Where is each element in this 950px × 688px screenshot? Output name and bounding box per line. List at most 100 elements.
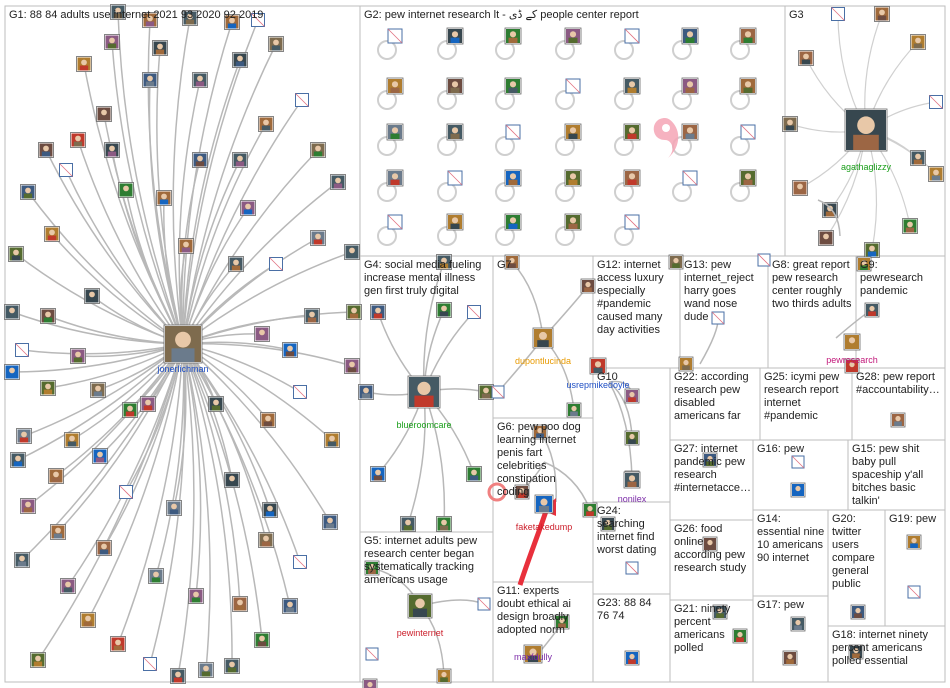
node-avatar[interactable]	[702, 536, 718, 552]
node-avatar[interactable]	[295, 93, 309, 107]
node-avatar[interactable]	[446, 77, 464, 95]
hub-avatar-nonilex[interactable]	[623, 471, 641, 489]
node-avatar[interactable]	[251, 13, 265, 27]
node-avatar[interactable]	[364, 560, 380, 576]
node-avatar[interactable]	[850, 604, 866, 620]
node-avatar[interactable]	[310, 142, 326, 158]
node-avatar[interactable]	[104, 34, 120, 50]
node-avatar[interactable]	[564, 213, 582, 231]
node-avatar[interactable]	[864, 242, 880, 258]
node-avatar[interactable]	[554, 614, 570, 630]
node-avatar[interactable]	[293, 555, 307, 569]
node-avatar[interactable]	[447, 170, 463, 186]
hub-avatar-maxfdully[interactable]	[523, 644, 543, 664]
node-avatar[interactable]	[178, 238, 194, 254]
node-avatar[interactable]	[192, 152, 208, 168]
node-avatar[interactable]	[790, 616, 806, 632]
node-avatar[interactable]	[782, 650, 798, 666]
node-avatar[interactable]	[38, 142, 54, 158]
node-avatar[interactable]	[681, 77, 699, 95]
node-avatar[interactable]	[310, 230, 326, 246]
node-avatar[interactable]	[732, 628, 748, 644]
node-avatar[interactable]	[282, 342, 298, 358]
hub-avatar-faketakedump[interactable]	[534, 494, 554, 514]
node-avatar[interactable]	[188, 588, 204, 604]
node-avatar[interactable]	[322, 514, 338, 530]
node-avatar[interactable]	[8, 246, 24, 262]
node-avatar[interactable]	[790, 482, 806, 498]
node-avatar[interactable]	[625, 561, 639, 575]
node-avatar[interactable]	[208, 396, 224, 412]
node-avatar[interactable]	[739, 169, 757, 187]
node-avatar[interactable]	[682, 170, 698, 186]
node-avatar[interactable]	[142, 12, 158, 28]
node-avatar[interactable]	[224, 472, 240, 488]
node-avatar[interactable]	[477, 597, 491, 611]
node-avatar[interactable]	[387, 28, 403, 44]
node-avatar[interactable]	[14, 552, 30, 568]
node-avatar[interactable]	[400, 516, 416, 532]
node-avatar[interactable]	[4, 364, 20, 380]
node-avatar[interactable]	[844, 358, 860, 374]
node-avatar[interactable]	[48, 468, 64, 484]
node-avatar[interactable]	[358, 384, 374, 400]
node-avatar[interactable]	[260, 412, 276, 428]
node-avatar[interactable]	[491, 385, 505, 399]
node-avatar[interactable]	[20, 498, 36, 514]
node-avatar[interactable]	[170, 668, 186, 684]
node-avatar[interactable]	[152, 40, 168, 56]
node-avatar[interactable]	[330, 174, 346, 190]
node-avatar[interactable]	[739, 27, 757, 45]
node-avatar[interactable]	[711, 311, 725, 325]
node-avatar[interactable]	[346, 304, 362, 320]
node-avatar[interactable]	[344, 358, 360, 374]
node-avatar[interactable]	[739, 77, 757, 95]
node-avatar[interactable]	[224, 658, 240, 674]
node-avatar[interactable]	[624, 214, 640, 230]
node-avatar[interactable]	[258, 116, 274, 132]
node-avatar[interactable]	[269, 257, 283, 271]
node-avatar[interactable]	[532, 424, 548, 440]
node-avatar[interactable]	[15, 343, 29, 357]
node-avatar[interactable]	[110, 636, 126, 652]
node-avatar[interactable]	[623, 123, 641, 141]
node-avatar[interactable]	[902, 218, 918, 234]
node-avatar[interactable]	[386, 77, 404, 95]
node-avatar[interactable]	[304, 308, 320, 324]
node-avatar[interactable]	[122, 402, 138, 418]
node-avatar[interactable]	[782, 116, 798, 132]
node-avatar[interactable]	[623, 77, 641, 95]
hub-avatar-blueroomcare[interactable]	[407, 375, 441, 409]
node-avatar[interactable]	[906, 534, 922, 550]
node-avatar[interactable]	[929, 95, 943, 109]
node-avatar[interactable]	[140, 396, 156, 412]
node-avatar[interactable]	[702, 452, 718, 468]
node-avatar[interactable]	[365, 647, 379, 661]
node-avatar[interactable]	[324, 432, 340, 448]
node-avatar[interactable]	[566, 402, 582, 418]
node-avatar[interactable]	[76, 56, 92, 72]
node-avatar[interactable]	[148, 568, 164, 584]
node-avatar[interactable]	[192, 72, 208, 88]
node-avatar[interactable]	[848, 644, 864, 660]
node-avatar[interactable]	[798, 50, 814, 66]
node-avatar[interactable]	[856, 256, 872, 272]
node-avatar[interactable]	[40, 380, 56, 396]
node-avatar[interactable]	[387, 214, 403, 230]
node-avatar[interactable]	[362, 678, 378, 688]
node-avatar[interactable]	[467, 305, 481, 319]
node-avatar[interactable]	[564, 27, 582, 45]
node-avatar[interactable]	[681, 123, 699, 141]
node-avatar[interactable]	[624, 430, 640, 446]
node-avatar[interactable]	[370, 304, 386, 320]
node-avatar[interactable]	[466, 466, 482, 482]
node-avatar[interactable]	[118, 182, 134, 198]
node-avatar[interactable]	[240, 200, 256, 216]
node-avatar[interactable]	[907, 585, 921, 599]
node-avatar[interactable]	[910, 34, 926, 50]
node-avatar[interactable]	[436, 302, 452, 318]
node-avatar[interactable]	[564, 123, 582, 141]
node-avatar[interactable]	[50, 524, 66, 540]
node-avatar[interactable]	[436, 516, 452, 532]
node-avatar[interactable]	[10, 452, 26, 468]
